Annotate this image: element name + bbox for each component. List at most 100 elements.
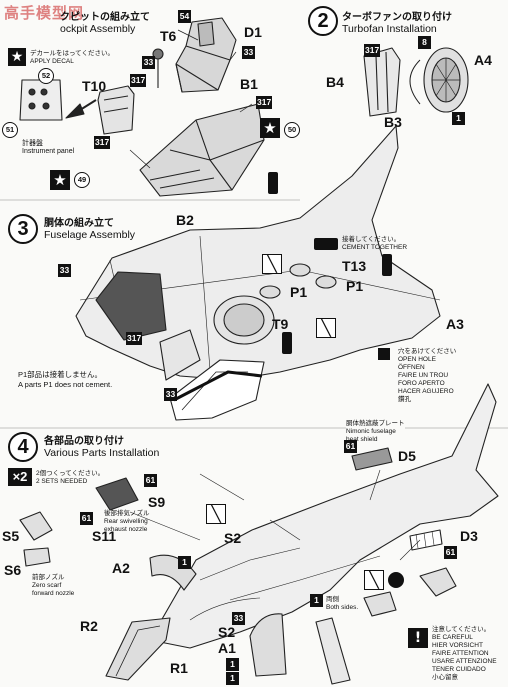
rear-nozzle-note: 後部排気ノズル Rear swivelling exhaust nozzle <box>104 510 150 534</box>
open-hole-lang-2: FAIRE UN TROU <box>398 372 449 379</box>
paint-1: 1 <box>226 672 239 685</box>
decal-49: 49 <box>74 172 90 188</box>
decal-star-icon: ★ <box>260 118 280 138</box>
step2-header: ターボファンの取り付け Turbofan Installation <box>342 8 452 35</box>
decal-50: 50 <box>284 122 300 138</box>
decal-51: 51 <box>2 122 18 138</box>
decal-52: 52 <box>38 68 54 84</box>
p1-note-jp: P1部品は接着しません。 <box>18 370 102 379</box>
part-A2: A2 <box>112 560 130 576</box>
step1-title-en: ockpit Assembly <box>60 23 136 35</box>
step3-title-en: Fuselage Assembly <box>44 229 136 241</box>
part-A1: A1 <box>218 640 236 656</box>
open-hole-lang-4: HACER AGUJERO <box>398 388 454 395</box>
part-B4: B4 <box>326 74 344 90</box>
instrument-panel-en: Instrument panel <box>22 148 75 155</box>
step3-number: 3 <box>8 214 38 244</box>
decal-star-icon: ★ <box>8 48 26 66</box>
heat-shield-en1: Nimonic fuselage <box>346 428 396 435</box>
part-D3: D3 <box>460 528 478 544</box>
part-D5: D5 <box>398 448 416 464</box>
open-hole-note: 穴をあけてください OPEN HOLE ÖFFNEN FAIRE UN TROU… <box>398 348 456 404</box>
part-S5: S5 <box>2 528 20 544</box>
both-sides-note: 両側 Both sides. <box>326 596 358 612</box>
open-hole-lang-5: 鑽孔 <box>398 396 411 403</box>
instrument-panel-jp: 計器盤 <box>22 140 43 147</box>
cement-tube-icon <box>314 238 338 250</box>
step3-header: 胴体の組み立て Fuselage Assembly <box>44 214 135 241</box>
rear-nozzle-jp: 後部排気ノズル <box>104 510 150 517</box>
part-T10: T10 <box>82 78 107 94</box>
part-P1: P1 <box>290 284 308 300</box>
step2-title-jp: ターボファンの取り付け <box>342 12 452 23</box>
no-cement-icon: ╲ <box>316 318 336 338</box>
caution-lang-4: TENER CUIDADO <box>432 666 486 673</box>
canopy-drawing <box>169 359 265 421</box>
part-T9: T9 <box>272 316 289 332</box>
part-A4: A4 <box>474 52 492 68</box>
open-hole-lang-1: ÖFFNEN <box>398 364 425 371</box>
paint-1: 1 <box>452 112 465 125</box>
caution-jp: 注意してください。 <box>432 626 491 633</box>
paint-8: 8 <box>418 36 431 49</box>
part-T13: T13 <box>342 258 367 274</box>
step3-title-jp: 胴体の組み立て <box>44 218 114 229</box>
front-nozzle-jp: 前部ノズル <box>32 574 65 581</box>
rear-nozzle-en1: Rear swivelling <box>104 518 148 525</box>
cement-tube-icon <box>388 572 404 588</box>
part-B3: B3 <box>384 114 402 130</box>
paint-61: 61 <box>344 440 357 453</box>
decal-note-en: APPLY DECAL <box>30 58 74 65</box>
part-R1: R1 <box>170 660 188 676</box>
paint-33: 33 <box>232 612 245 625</box>
cement-tube-icon <box>268 172 278 194</box>
no-cement-icon: ╲ <box>364 570 384 590</box>
paint-33: 33 <box>58 264 71 277</box>
front-nozzle-en1: Zero scarf <box>32 582 62 589</box>
paint-54: 54 <box>178 10 191 23</box>
instrument-panel-label: 計器盤 Instrument panel <box>22 140 74 156</box>
step2-title-en: Turbofan Installation <box>342 23 437 35</box>
watermark-text: 高手模型网 <box>4 4 85 22</box>
no-cement-icon: ╲ <box>262 254 282 274</box>
rear-nozzle-en2: exhaust nozzle <box>104 526 148 533</box>
part-S11: S11 <box>92 528 117 544</box>
step2-number: 2 <box>308 6 338 36</box>
part-P1: P1 <box>346 278 364 294</box>
cement-note: 接着してください。 CEMENT TOGETHER <box>342 236 407 252</box>
open-hole-lang-3: FORO APERTO <box>398 380 445 387</box>
decal-star-icon: ★ <box>50 170 70 190</box>
caution-lang-2: FAIRE ATTENTION <box>432 650 489 657</box>
step4-title-jp: 各部品の取り付け <box>44 436 124 447</box>
part-S2: S2 <box>218 624 236 640</box>
make-two-count: 2 <box>20 469 28 484</box>
cement-tube-icon <box>282 332 292 354</box>
part-T6: T6 <box>160 28 177 44</box>
make-two-badge: ×2 <box>8 468 32 486</box>
p1-note-en: A parts P1 does not cement. <box>18 380 113 389</box>
part-B1: B1 <box>240 76 258 92</box>
paint-317: 317 <box>256 96 273 109</box>
make-two-note: 2個つくってください。 2 SETS NEEDED <box>36 470 104 486</box>
cement-note-en: CEMENT TOGETHER <box>342 244 408 251</box>
step1-header: クピットの組み立て ockpit Assembly <box>60 8 150 35</box>
caution-lang-5: 小心留意 <box>432 674 458 681</box>
part-S9: S9 <box>148 494 166 510</box>
paint-33: 33 <box>142 56 155 69</box>
heat-shield-jp: 胴体熱遮蔽プレート <box>346 420 405 427</box>
part-D1: D1 <box>244 24 262 40</box>
cement-note-jp: 接着してください。 <box>342 236 401 243</box>
paint-317: 317 <box>126 332 143 345</box>
paint-1: 1 <box>310 594 323 607</box>
both-sides-en: Both sides. <box>326 604 359 611</box>
open-hole-lang-0: OPEN HOLE <box>398 356 436 363</box>
step4-title-en: Various Parts Installation <box>44 447 160 459</box>
step4-number: 4 <box>8 432 38 462</box>
part-B2: B2 <box>176 212 194 228</box>
part-S2: S2 <box>224 530 242 546</box>
make-two-jp: 2個つくってください。 <box>36 470 105 477</box>
paint-317: 317 <box>364 44 381 57</box>
paint-61: 61 <box>444 546 457 559</box>
